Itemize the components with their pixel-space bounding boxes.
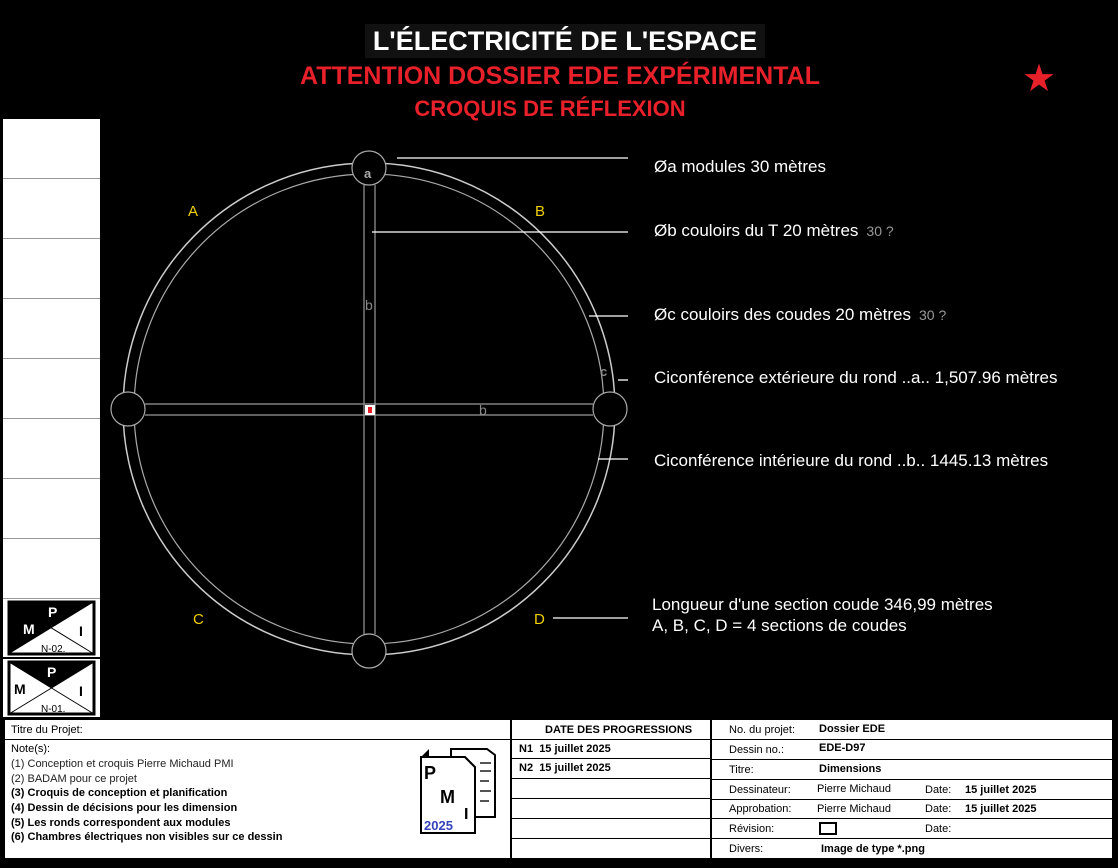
logo-letter-m: M xyxy=(440,787,455,807)
module-bottom xyxy=(351,633,387,669)
logo-letter-p: P xyxy=(424,763,436,783)
pmi-2025-logo: P M I 2025 xyxy=(420,748,496,834)
drafter-date-label: Date: xyxy=(925,784,952,796)
ring-diagram: a b b c A B C D xyxy=(110,150,628,669)
revision-checkbox[interactable] xyxy=(819,822,837,835)
side-cell xyxy=(3,359,100,419)
side-cell xyxy=(3,539,100,599)
modules xyxy=(110,150,628,669)
label-b-horizontal: b xyxy=(479,402,487,418)
logo-year: 2025 xyxy=(424,818,453,833)
title-block: Titre du Projet: Note(s): (1) Conception… xyxy=(3,718,1116,860)
label-c: c xyxy=(600,364,607,379)
note-3: (3) Croquis de conception et planificati… xyxy=(11,787,228,799)
side-cell xyxy=(3,239,100,299)
progress-header: DATE DES PROGRESSIONS xyxy=(545,724,693,736)
label-b-vertical: b xyxy=(365,297,373,313)
note-4: (4) Dessin de décisions pour les dimensi… xyxy=(11,802,238,814)
section-C: C xyxy=(193,611,204,628)
warning-subtitle: ATTENTION DOSSIER EDE EXPÉRIMENTAL xyxy=(300,62,820,90)
side-cell xyxy=(3,479,100,539)
module-top xyxy=(351,150,387,186)
label-a: a xyxy=(364,166,372,181)
logo-letter-i: I xyxy=(79,623,83,639)
pmi-logo-n02: M P I N-02. xyxy=(3,599,100,657)
star-icon: ★ xyxy=(1022,58,1057,100)
center-marker-dot xyxy=(368,407,372,413)
drafter: Pierre Michaud xyxy=(817,783,891,795)
approval-label: Approbation: xyxy=(729,803,792,815)
logo-letter-i: I xyxy=(79,683,83,699)
side-cell xyxy=(3,119,100,179)
section-B: B xyxy=(535,203,545,220)
revision-date-label: Date: xyxy=(925,823,952,835)
approval-date: 15 juillet 2025 xyxy=(965,803,1037,815)
drawing-title: Dimensions xyxy=(819,763,882,775)
drafter-label: Dessinateur: xyxy=(729,784,791,796)
annotation-section-length: Longueur d'une section coude 346,99 mètr… xyxy=(652,595,993,635)
note-2: (2) BADAM pour ce projet xyxy=(11,773,137,785)
side-cell xyxy=(3,419,100,479)
section-D: D xyxy=(534,611,545,628)
project-title-label: Titre du Projet: xyxy=(11,724,83,736)
logo-letter-p: P xyxy=(47,664,56,680)
annotation-module-diameter: Øa modules 30 mètres xyxy=(654,157,826,176)
approval-date-label: Date: xyxy=(925,803,952,815)
annotation-outer-circumference: Ciconférence extérieure du rond ..a.. 1,… xyxy=(654,368,1058,387)
drawing-no-label: Dessin no.: xyxy=(729,744,785,756)
logo-letter-m: M xyxy=(14,681,26,697)
side-cell xyxy=(3,299,100,359)
progress-row-2: N2 15 juillet 2025 xyxy=(519,762,611,774)
module-right xyxy=(592,391,628,427)
notes-label: Note(s): xyxy=(11,743,51,755)
sketch-subtitle: CROQUIS DE RÉFLEXION xyxy=(414,96,686,121)
drawing-no: EDE-D97 xyxy=(819,742,866,754)
note-1: (1) Conception et croquis Pierre Michaud… xyxy=(11,758,234,770)
progress-row-1: N1 15 juillet 2025 xyxy=(519,743,611,755)
logo-code: N-01. xyxy=(41,704,65,715)
revision-label: Révision: xyxy=(729,823,775,835)
drafter-date: 15 juillet 2025 xyxy=(965,784,1037,796)
misc-label: Divers: xyxy=(729,843,764,855)
section-A: A xyxy=(188,203,198,220)
logo-letter-i: I xyxy=(464,806,468,823)
project-no-label: No. du projet: xyxy=(729,724,796,736)
page-title-wrap: L'ÉLECTRICITÉ DE L'ESPACE xyxy=(0,24,1118,58)
logo-code: N-02. xyxy=(41,644,65,655)
approver: Pierre Michaud xyxy=(817,803,891,815)
page-title: L'ÉLECTRICITÉ DE L'ESPACE xyxy=(364,24,766,58)
note-5: (5) Les ronds correspondent aux modules xyxy=(11,817,231,829)
logo-letter-m: M xyxy=(23,621,35,637)
project-no: Dossier EDE xyxy=(819,723,886,735)
pmi-logo-n01: M P I N-01. xyxy=(3,659,100,717)
side-cell xyxy=(3,179,100,239)
module-left xyxy=(110,391,146,427)
leader-lines xyxy=(372,157,628,619)
logo-letter-p: P xyxy=(48,604,57,620)
title-label: Titre: xyxy=(729,764,754,776)
note-6: (6) Chambres électriques non visibles su… xyxy=(11,831,283,843)
misc-value: Image de type *.png xyxy=(821,843,925,855)
annotation-inner-circumference: Ciconférence intérieure du rond ..b.. 14… xyxy=(654,451,1049,470)
